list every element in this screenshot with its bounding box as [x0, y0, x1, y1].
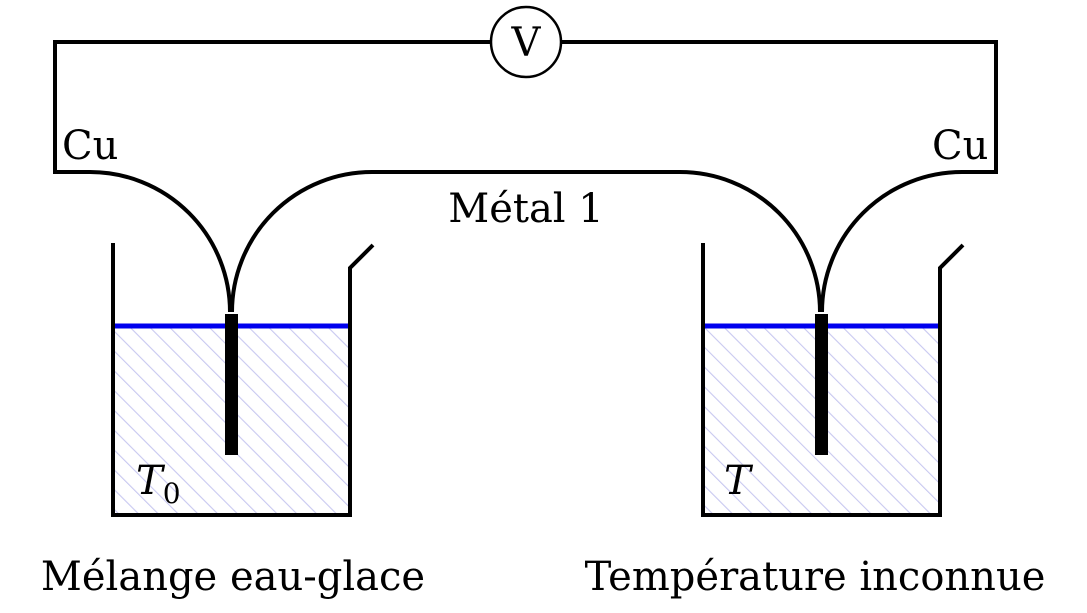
copper-wire-circuit: [53, 40, 490, 313]
voltmeter-circle: [489, 5, 563, 79]
copper-label-right: Cu: [932, 123, 988, 169]
voltmeter-symbol: V: [511, 20, 542, 66]
caption-right: Température inconnue: [585, 554, 1046, 600]
copper-wire-circuit-right: [562, 40, 998, 313]
probe-right: [815, 314, 828, 455]
probe-left: [225, 314, 238, 455]
metal-1-label: Métal 1: [448, 186, 604, 232]
temperature-label-left: T0: [136, 458, 181, 510]
voltmeter: V: [489, 5, 563, 79]
caption-left: Mélange eau-glace: [41, 554, 425, 600]
beaker-right: [701, 243, 965, 517]
beaker-left: [111, 243, 375, 517]
temperature-label-right: T: [724, 458, 754, 504]
copper-label-left: Cu: [62, 123, 118, 169]
metal-1-wire: [230, 170, 822, 313]
